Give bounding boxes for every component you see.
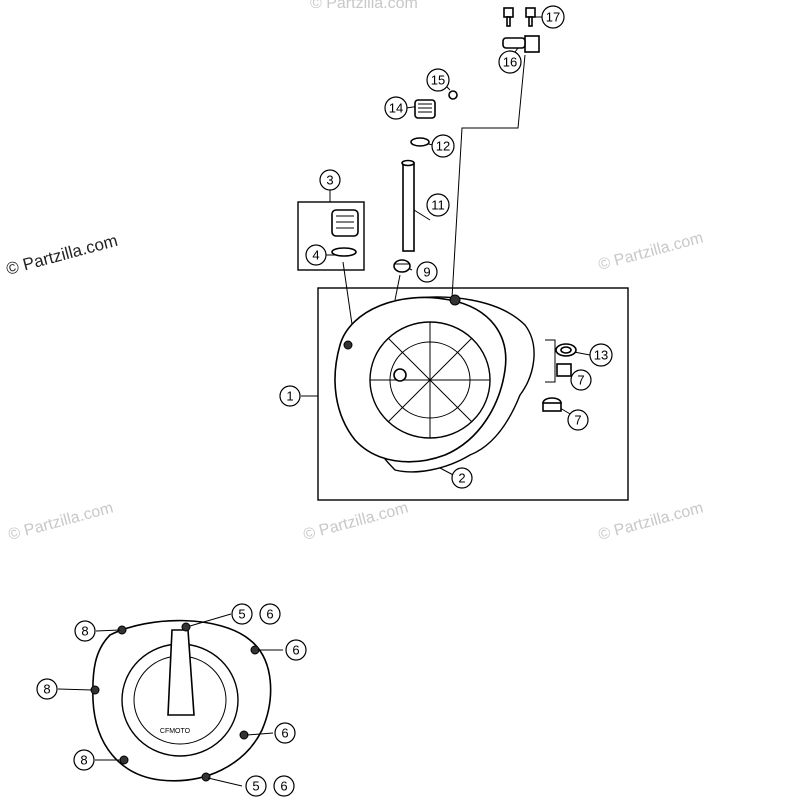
callout-14: 14: [384, 96, 408, 120]
callout-16: 16: [498, 50, 522, 74]
callout-12: 12: [431, 134, 455, 158]
callout-1: 1: [279, 385, 301, 407]
watermark-left-lower: © Partzilla.com: [7, 500, 116, 544]
callout-7a: 7: [570, 369, 592, 391]
callout-17: 17: [541, 5, 565, 29]
svg-text:2: 2: [458, 471, 465, 486]
svg-text:9: 9: [423, 265, 430, 280]
watermark-right-lower: © Partzilla.com: [597, 500, 706, 544]
svg-text:8: 8: [43, 682, 50, 697]
watermark-top: © Partzilla.com: [310, 0, 418, 12]
watermark-center-lower: © Partzilla.com: [302, 500, 411, 544]
svg-text:5: 5: [252, 779, 259, 794]
gear-9: [393, 259, 411, 273]
logo-text: CFMOTO: [160, 728, 191, 735]
subassembly-box: [297, 201, 365, 271]
svg-text:8: 8: [81, 624, 88, 639]
lower-leader-lines: [57, 613, 283, 787]
svg-text:1: 1: [286, 389, 293, 404]
callout-5-bottom: 5: [245, 775, 267, 797]
lower-cover-view: CFMOTO: [90, 619, 272, 782]
callout-11: 11: [426, 193, 450, 217]
svg-text:4: 4: [312, 248, 319, 263]
callout-8-mid: 8: [36, 678, 58, 700]
callout-6-top: 6: [259, 603, 281, 625]
watermark-group: © Partzilla.com © Partzilla.com © Partzi…: [4, 0, 705, 544]
fitting-16: [502, 35, 540, 53]
callout-13: 13: [589, 343, 613, 367]
callout-7b: 7: [567, 409, 589, 431]
watermark-main: © Partzilla.com: [4, 231, 120, 279]
callout-15: 15: [426, 68, 450, 92]
svg-text:6: 6: [281, 726, 288, 741]
clutch-cover-1: [334, 294, 507, 463]
callout-8-bottom: 8: [73, 749, 95, 771]
bushing-7b: [542, 397, 562, 412]
callout-6-bottom: 6: [273, 775, 295, 797]
svg-text:15: 15: [431, 73, 445, 88]
oring-4: [331, 247, 357, 257]
svg-text:7: 7: [574, 413, 581, 428]
part-14: [414, 99, 436, 119]
shaft-11: [401, 159, 415, 252]
svg-text:6: 6: [266, 607, 273, 622]
callout-4: 4: [305, 244, 327, 266]
svg-text:17: 17: [546, 10, 560, 25]
svg-text:5: 5: [238, 607, 245, 622]
assembly-box: [317, 287, 629, 501]
svg-text:12: 12: [436, 139, 450, 154]
svg-text:14: 14: [389, 101, 403, 116]
part-15: [448, 90, 458, 100]
svg-text:6: 6: [292, 643, 299, 658]
clip-12: [410, 137, 430, 147]
gasket-2: [361, 296, 535, 473]
svg-text:13: 13: [594, 348, 608, 363]
callout-6-right-upper: 6: [285, 639, 307, 661]
callout-9: 9: [416, 261, 438, 283]
bushing-7a: [556, 363, 572, 377]
seal-13: [555, 343, 577, 357]
bolt-17: [503, 7, 536, 27]
svg-text:8: 8: [80, 753, 87, 768]
svg-text:11: 11: [431, 198, 445, 213]
callout-6-right-lower: 6: [274, 722, 296, 744]
watermark-right-upper: © Partzilla.com: [597, 230, 706, 274]
callout-8-top: 8: [74, 620, 96, 642]
callout-5-top: 5: [231, 603, 253, 625]
callout-2: 2: [451, 467, 473, 489]
callout-3: 3: [319, 169, 341, 191]
part-3: [331, 209, 359, 237]
svg-text:7: 7: [577, 373, 584, 388]
svg-text:3: 3: [326, 173, 333, 188]
svg-text:16: 16: [503, 55, 517, 70]
svg-text:6: 6: [280, 779, 287, 794]
